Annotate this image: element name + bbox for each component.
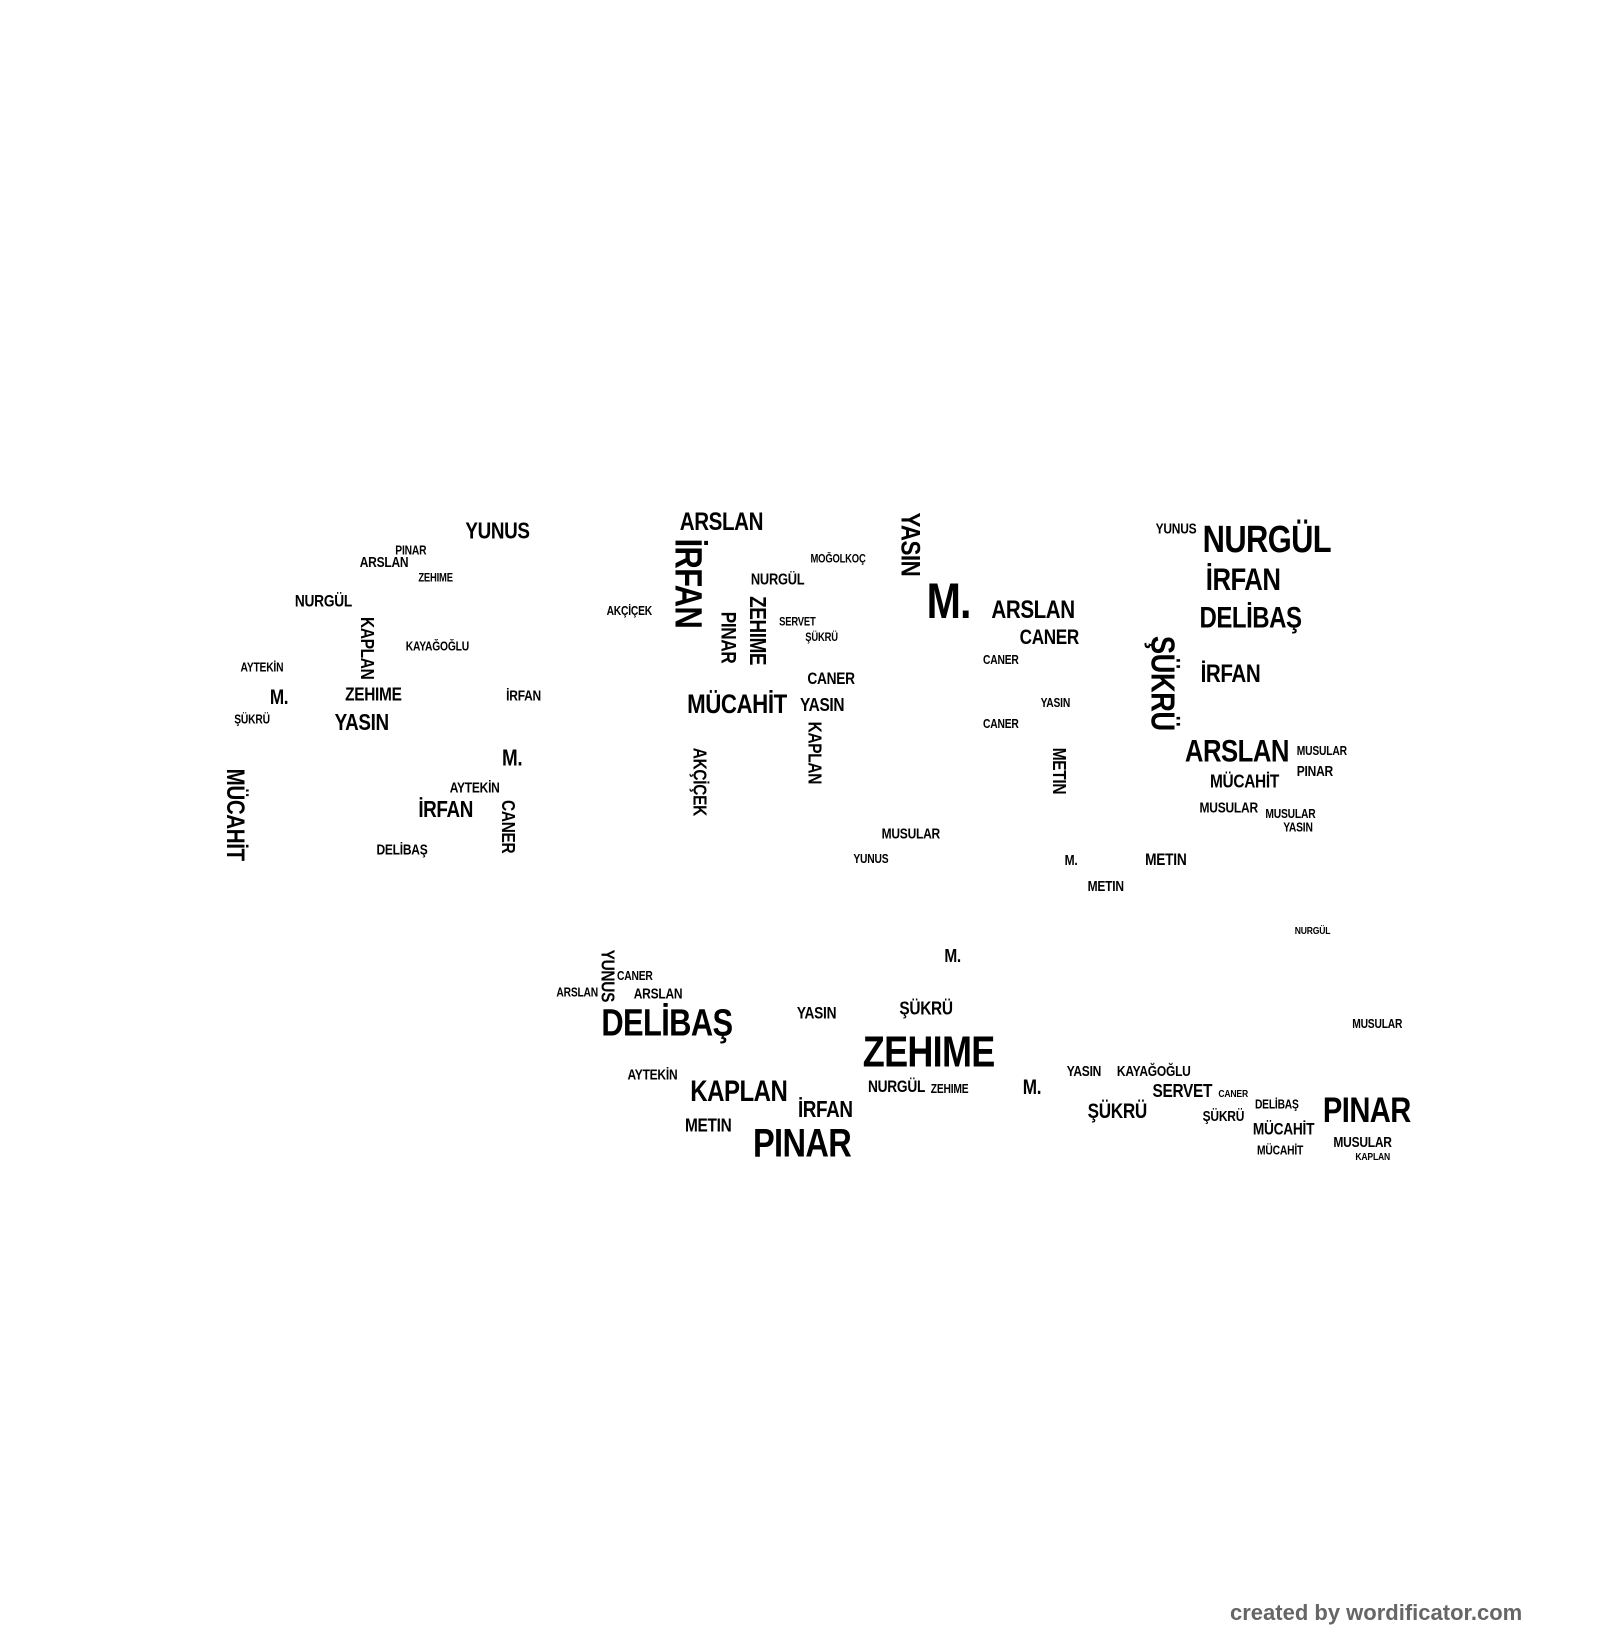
cloud-word: ZEHIME [744,596,771,666]
cloud-word: YASIN [1040,695,1071,711]
cloud-word: ŞÜKRÜ [805,631,838,645]
cloud-word: DELİBAŞ [376,840,428,858]
cloud-word: ARSLAN [1184,734,1290,769]
cloud-word: METIN [1048,747,1070,795]
cloud-word: YUNUS [1155,519,1197,537]
cloud-word: M. [1022,1076,1042,1100]
cloud-word: ŞÜKRÜ [1202,1107,1245,1125]
cloud-word: DELİBAŞ [601,1000,733,1044]
cloud-word: ŞÜKRÜ [234,712,270,727]
cloud-word: ŞÜKRÜ [899,997,953,1019]
cloud-word: M. [501,744,523,771]
cloud-word: NURGÜL [750,571,805,589]
cloud-word: NURGÜL [868,1078,926,1096]
cloud-word: MÜCAHİT [687,688,787,720]
cloud-word: ZEHIME [930,1081,969,1096]
cloud-word: MUSULAR [1352,1016,1403,1032]
cloud-word: YASIN [800,694,845,716]
cloud-word: ARSLAN [556,985,599,1000]
cloud-word: ŞÜKRÜ [1087,1100,1148,1124]
cloud-word: PINAR [1322,1090,1411,1131]
cloud-word: AKÇİÇEK [689,747,711,816]
cloud-word: İRFAN [1205,562,1281,598]
cloud-word: DELİBAŞ [1254,1097,1299,1112]
cloud-word: ARSLAN [359,553,409,570]
cloud-word: YASIN [1283,819,1313,835]
cloud-word: CANER [617,968,653,984]
cloud-word: İRFAN [667,538,711,629]
cloud-word: YASIN [334,709,389,736]
cloud-word: KAPLAN [804,721,826,785]
cloud-word: CANER [1218,1088,1248,1101]
cloud-word: M. [926,574,972,630]
cloud-word: PINAR [1296,762,1333,780]
watermark-credit: created by wordificator.com [1230,1600,1523,1625]
cloud-word: AYTEKİN [449,779,500,796]
cloud-word: PINAR [716,611,740,664]
cloud-word: MUSULAR [1265,806,1316,821]
cloud-word: METIN [684,1114,732,1136]
cloud-word: SERVET [1152,1080,1213,1102]
cloud-word: CANER [497,800,519,854]
cloud-word: AKÇİÇEK [606,603,653,619]
cloud-word: METIN [1145,851,1187,870]
cloud-word: METIN [1087,877,1124,895]
cloud-word: ARSLAN [679,508,764,537]
cloud-word: MÜCAHİT [1252,1121,1315,1139]
cloud-word: YASIN [796,1005,837,1023]
cloud-word: CANER [983,652,1019,668]
cloud-word: NURGÜL [294,592,352,611]
cloud-word: KAYAĞOĞLU [405,638,469,654]
cloud-word: MUSULAR [1333,1133,1392,1151]
cloud-word: KAPLAN [1355,1151,1391,1163]
cloud-word: ŞÜKRÜ [1144,635,1182,731]
cloud-word: YASIN [1066,1062,1102,1080]
cloud-word: M. [1064,851,1078,869]
cloud-word: MÜCAHİT [220,768,249,861]
cloud-word: PINAR [395,542,427,558]
cloud-word: KAPLAN [690,1075,788,1108]
cloud-word: YUNUS [597,949,619,1003]
cloud-word: YASIN [895,512,927,577]
cloud-word: YUNUS [465,517,530,544]
cloud-word: ZEHIME [345,683,402,705]
cloud-word: İRFAN [506,687,541,704]
cloud-word: CANER [807,670,855,689]
cloud-word: SERVET [779,615,816,629]
cloud-word: NURGÜL [1294,925,1331,938]
cloud-word: İRFAN [418,795,474,822]
cloud-word: MÜCAHİT [1209,770,1279,792]
cloud-word: AYTEKİN [240,659,284,675]
cloud-word: M. [944,945,961,967]
cloud-word: İRFAN [1200,659,1261,689]
cloud-word: CANER [983,716,1019,732]
cloud-word: PINAR [752,1122,852,1167]
cloud-word: MUSULAR [881,825,941,842]
cloud-word: M. [269,686,289,710]
cloud-word: YUNUS [853,851,889,866]
cloud-word: DELİBAŞ [1199,601,1303,634]
cloud-word: ZEHIME [862,1026,995,1077]
cloud-word: ARSLAN [633,985,683,1002]
cloud-word: NURGÜL [1202,517,1332,561]
cloud-word: ZEHIME [418,572,453,585]
cloud-word: KAPLAN [356,617,378,680]
cloud-word: KAYAĞOĞLU [1116,1062,1191,1080]
cloud-word: MÜCAHİT [1257,1143,1304,1158]
cloud-word: MUSULAR [1199,798,1259,816]
cloud-word: MUSULAR [1296,743,1347,759]
cloud-word: İRFAN [797,1095,853,1123]
cloud-word: AYTEKİN [627,1065,678,1083]
cloud-word: MOĞOLKOÇ [810,553,866,566]
cloud-word: ARSLAN [991,596,1075,625]
cloud-word: CANER [1019,626,1080,650]
